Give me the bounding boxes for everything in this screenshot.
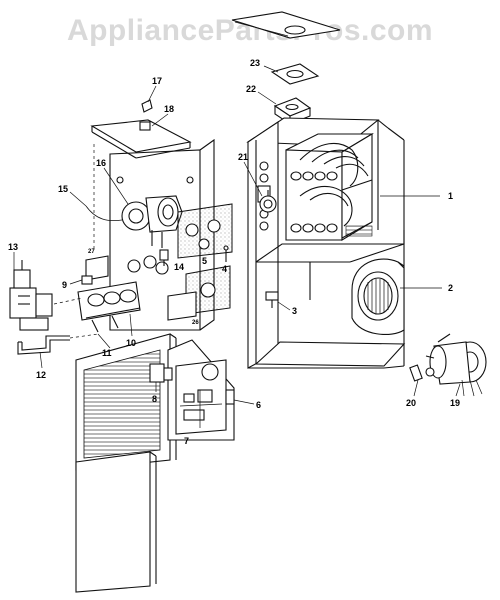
burner-manifold <box>77 281 141 333</box>
callout-label-12: 12 <box>36 370 46 380</box>
callout-12: 12 <box>36 351 46 380</box>
part-4-screw <box>223 245 229 262</box>
blower-assembly <box>351 258 405 335</box>
callout-22: 22 <box>246 84 277 105</box>
callout-5: 5 <box>202 256 207 266</box>
callout-21: 21 <box>238 152 263 197</box>
callout-3: 3 <box>277 301 297 316</box>
inducer-motor <box>85 195 183 248</box>
heat-exchanger <box>285 133 374 241</box>
part-17-clip <box>141 99 153 113</box>
burner-ports <box>257 161 271 231</box>
top-cover-panel <box>231 11 341 39</box>
transformer <box>149 363 173 383</box>
callout-label-17: 17 <box>152 76 162 86</box>
callout-label-7: 7 <box>184 436 189 446</box>
bracket-mark-2: 26 <box>192 320 199 326</box>
callout-2: 2 <box>400 283 453 293</box>
callout-10: 10 <box>126 313 136 348</box>
callout-label-6: 6 <box>256 400 261 410</box>
callout-17: 17 <box>147 76 162 103</box>
lower-door-panel <box>75 451 157 593</box>
callout-label-11: 11 <box>102 348 112 358</box>
callout-label-21: 21 <box>238 152 248 162</box>
callout-label-13: 13 <box>8 242 18 252</box>
callout-14: 14 <box>174 262 184 272</box>
control-board <box>167 339 235 441</box>
insulation-panel <box>177 203 233 259</box>
callout-18: 18 <box>151 104 174 127</box>
part-21-limit-switch <box>259 190 277 213</box>
callout-label-9: 9 <box>62 280 67 290</box>
callout-label-15: 15 <box>58 184 68 194</box>
capacitor-20 <box>409 364 435 382</box>
callout-label-4: 4 <box>222 264 227 274</box>
callout-label-5: 5 <box>202 256 207 266</box>
callout-label-3: 3 <box>292 306 297 316</box>
callout-7: 7 <box>184 436 189 446</box>
bracket-mark-1: 27 <box>88 249 95 255</box>
part-9-orifice <box>81 275 93 285</box>
callout-20: 20 <box>406 379 419 408</box>
callout-6: 6 <box>233 399 261 410</box>
gasket-plate-23 <box>270 63 320 85</box>
blower-motor <box>425 333 487 397</box>
callout-label-18: 18 <box>164 104 174 114</box>
callout-label-22: 22 <box>246 84 256 94</box>
callout-label-2: 2 <box>448 283 453 293</box>
callout-4: 4 <box>222 264 227 274</box>
callout-label-20: 20 <box>406 398 416 408</box>
callout-label-23: 23 <box>250 58 260 68</box>
part-6-switch <box>225 389 235 405</box>
callout-19: 19 <box>450 383 461 408</box>
louvered-door <box>75 333 177 471</box>
callout-label-10: 10 <box>126 338 136 348</box>
callout-label-1: 1 <box>448 191 453 201</box>
callout-label-16: 16 <box>96 158 106 168</box>
callout-1: 1 <box>380 191 453 201</box>
callout-9: 9 <box>62 279 83 290</box>
part-18-cover-plate <box>90 119 192 159</box>
callout-16: 16 <box>96 158 129 205</box>
callout-13: 13 <box>8 242 18 270</box>
callout-11: 11 <box>97 333 112 358</box>
part-3-bracket <box>265 291 279 308</box>
callout-23: 23 <box>250 58 279 73</box>
gas-valve <box>9 260 53 331</box>
mounting-brackets: 27 26 <box>85 249 199 326</box>
callout-8: 8 <box>152 382 157 404</box>
callout-label-19: 19 <box>450 398 460 408</box>
dashed-guide-lines <box>53 297 99 339</box>
gas-pipe <box>17 335 70 355</box>
callout-15: 15 <box>58 184 87 207</box>
callout-label-14: 14 <box>174 262 184 272</box>
callout-label-8: 8 <box>152 394 157 404</box>
part-14-sensor <box>159 249 169 266</box>
